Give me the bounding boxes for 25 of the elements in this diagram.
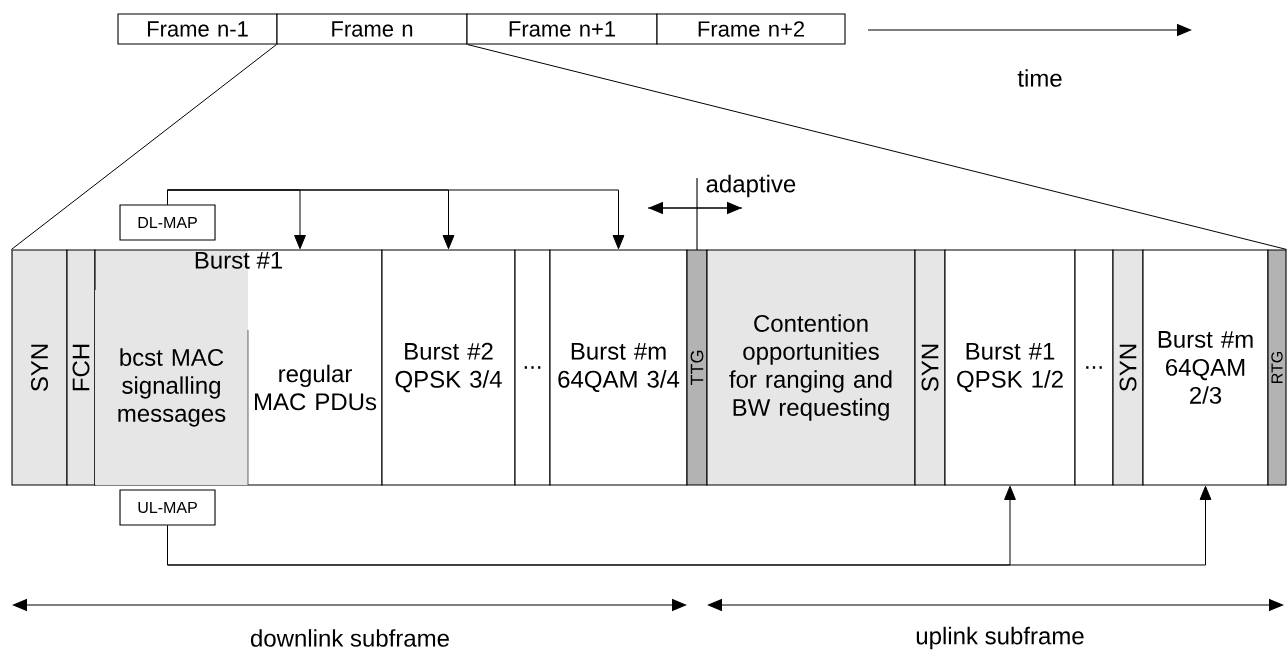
burst-description: regular MAC PDUs bbox=[255, 364, 377, 411]
axis-label: time bbox=[1017, 69, 1062, 87]
subframe-cell: TTG bbox=[686, 249, 708, 486]
frame-box: Frame n-1 bbox=[117, 13, 278, 45]
subframe-cell: SYN bbox=[914, 249, 946, 486]
frame-box: Frame n+2 bbox=[656, 13, 846, 45]
subframe-cell: ... bbox=[1074, 249, 1114, 486]
span-label: uplink subframe bbox=[916, 626, 1084, 650]
node-label: bcst MAC signalling messages bbox=[118, 348, 226, 427]
subframe-cell: ... bbox=[514, 249, 551, 486]
zoom-line bbox=[467, 44, 1287, 250]
zoom-line bbox=[10, 44, 277, 250]
subframe-cell: FCH bbox=[66, 249, 96, 486]
span-label: downlink subframe bbox=[250, 629, 449, 647]
subframe-cell: SYN bbox=[11, 249, 68, 486]
map-box: UL-MAP bbox=[119, 489, 216, 526]
arrow bbox=[167, 189, 625, 250]
subframe-cell: Burst #m 64QAM 2/3 bbox=[1142, 249, 1269, 486]
frame-box: Frame n bbox=[276, 13, 468, 45]
map-box: DL-MAP bbox=[119, 204, 216, 241]
arrow bbox=[167, 485, 1212, 566]
annotation-label: adaptive bbox=[706, 174, 796, 198]
subframe-cell: RTG bbox=[1267, 249, 1287, 486]
subframe-cell: SYN bbox=[1112, 249, 1144, 486]
frame-box: Frame n+1 bbox=[466, 13, 658, 45]
